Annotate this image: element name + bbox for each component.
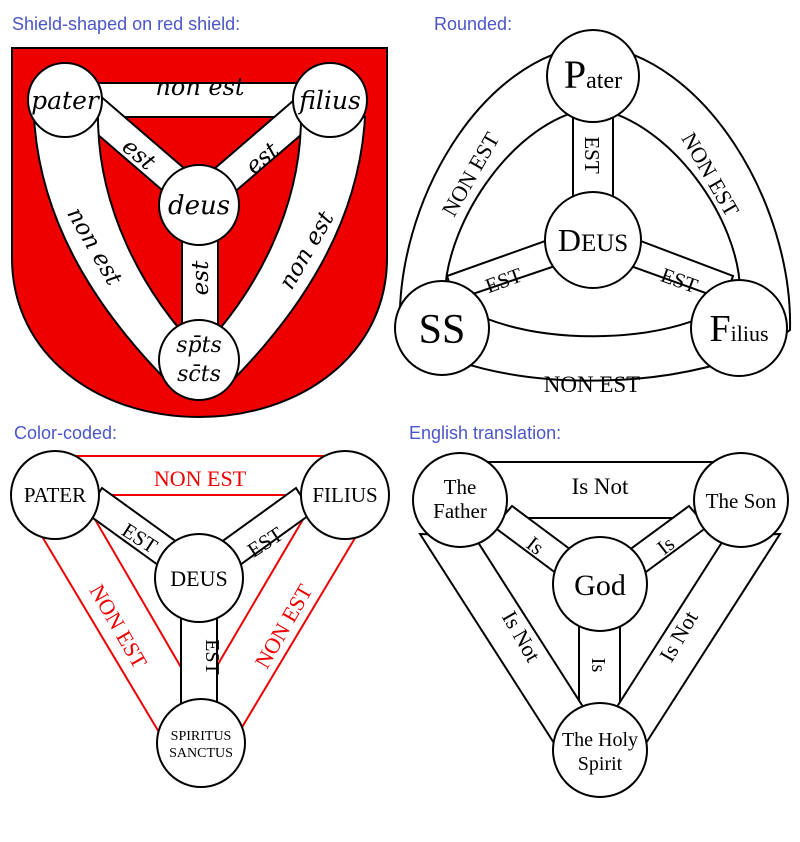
caption-color-coded: Color-coded: [14,423,118,443]
edge-center-spirit-en: Is [587,658,609,673]
node-filius [292,62,368,138]
label-spiritus-1: SPIRITUS [171,729,232,744]
label-spirit-en-2: Spirit [578,753,623,775]
edge-center-spirit-color: EST [201,639,223,675]
panel-rounded: Pater DEUS SS Filius EST EST EST NON EST… [394,29,792,397]
node-spirit [158,319,240,401]
caption-english: English translation: [409,423,562,443]
label-god-en: God [574,569,626,602]
node-son-en [693,452,789,548]
label-father-2: Father [433,499,487,523]
label-deus: deus [168,191,230,221]
color-nodes [10,450,390,788]
label-spirit-1: sp̄ts [176,333,222,358]
node-pater [27,62,103,138]
label-ss-rounded: SS [419,307,466,353]
node-spirit-en [552,702,648,798]
label-spirit-2: sc̄ts [177,362,221,387]
node-father-en [412,452,508,548]
edge-spirit-son-rounded: NON EST [544,372,640,397]
label-spirit-en-1: The Holy [562,729,638,751]
node-filius-color [300,450,390,540]
node-ss-rounded [394,280,490,376]
caption-shield: Shield-shaped on red shield: [12,14,241,34]
label-father-1: The [444,475,477,499]
edge-father-son-en: Is Not [572,474,629,499]
edge-father-center-rounded: EST [580,136,604,174]
node-pater-rounded [546,29,640,123]
node-deus-color [154,533,244,623]
edge-father-son-color: NON EST [154,466,247,491]
label-son-en: The Son [706,489,777,513]
panel-english: The Father The Son God The Holy Spirit I… [412,452,789,798]
label-spiritus-2: SANCTUS [169,746,233,761]
label-filius-rounded: Filius [709,308,768,350]
label-deus-rounded: DEUS [558,222,628,258]
label-filius-color: FILIUS [312,483,377,507]
node-deus [158,164,240,246]
edge-father-son: non est [155,73,245,101]
caption-rounded: Rounded: [434,14,513,34]
panel-shield: pater filius deus sp̄ts sc̄ts non est es… [11,47,388,419]
node-pater-color [10,450,100,540]
label-deus-color: DEUS [170,566,227,591]
edge-center-spirit: est [188,260,214,295]
rounded-nodes [394,29,788,377]
node-spiritus-color [156,698,246,788]
english-nodes [412,452,789,798]
label-pater-rounded: Pater [564,52,622,97]
panel-color-coded: PATER FILIUS DEUS SPIRITUS SANCTUS NON E… [10,450,390,788]
label-pater: pater [31,86,101,115]
label-pater-color: PATER [24,483,86,507]
node-filius-rounded [690,279,788,377]
shield-nodes [27,62,368,401]
label-filius: filius [297,86,361,115]
node-god-en [552,536,648,632]
node-deus-rounded [544,191,642,289]
